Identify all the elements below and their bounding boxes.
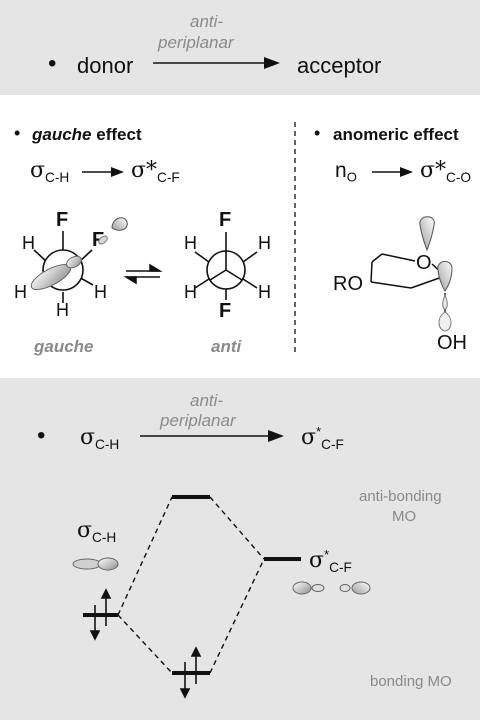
anti-H-upper-left: H bbox=[184, 233, 197, 253]
sigma-star-co-subscript: C-O bbox=[446, 169, 472, 185]
anomeric-arrow bbox=[372, 167, 413, 177]
anti-H-lower-left: H bbox=[184, 282, 197, 302]
sigma-star-cf-label: σ*C-F bbox=[131, 157, 180, 185]
mo-arrow-label-line1: anti- bbox=[190, 391, 224, 410]
sigma-subscript: C-H bbox=[45, 169, 70, 185]
n-subscript: O bbox=[346, 169, 357, 185]
mo-sigma-star-subscript: C-F bbox=[321, 436, 344, 452]
left-sigma-subscript: C-H bbox=[92, 529, 117, 545]
sigma-ch-orbital bbox=[72, 557, 119, 571]
anti-H-lower-right: H bbox=[258, 282, 271, 302]
gauche-effect-title: gauche effect bbox=[32, 125, 142, 145]
sigma-star-co-label: σ*C-O bbox=[420, 157, 471, 185]
top-bullet: • bbox=[48, 50, 57, 77]
donor-label: donor bbox=[77, 53, 134, 78]
gauche-F-right: F bbox=[92, 229, 105, 251]
gauche-newman-projection bbox=[30, 217, 128, 303]
mo-sigma-subscript: C-H bbox=[95, 436, 120, 452]
top-donor-acceptor-arrow bbox=[153, 57, 280, 69]
antibonding-label-line1: anti-bonding bbox=[359, 488, 442, 505]
bottom-band bbox=[0, 378, 480, 720]
anti-caption: anti bbox=[211, 337, 242, 356]
anomeric-effect-title: anomeric effect bbox=[333, 125, 459, 144]
mo-sigma-symbol: σ bbox=[80, 425, 96, 450]
ro-substituent: RO bbox=[333, 273, 363, 295]
oh-substituent: OH bbox=[437, 332, 467, 354]
mo-star-superscript: * bbox=[316, 424, 322, 440]
sigma-star-subscript: C-F bbox=[157, 169, 180, 185]
antibonding-label-line2: MO bbox=[392, 508, 417, 525]
anti-F-bottom: F bbox=[219, 300, 232, 322]
gauche-H-left: H bbox=[14, 282, 27, 302]
mo-antiperiplanar-arrow bbox=[140, 430, 284, 442]
electron-pair-bonding bbox=[179, 646, 202, 699]
sigma-star-cf-orbital-2 bbox=[339, 581, 371, 595]
gauche-H-right: H bbox=[94, 282, 107, 302]
mo-energy-levels bbox=[83, 495, 301, 675]
acceptor-label: acceptor bbox=[297, 53, 382, 78]
right-star-superscript: * bbox=[324, 547, 330, 563]
right-sigma-star-cf-label: σ*C-F bbox=[309, 547, 352, 575]
anti-H-upper-right: H bbox=[258, 233, 271, 253]
equilibrium-arrows bbox=[123, 263, 163, 285]
gauche-sigma-arrow bbox=[82, 167, 124, 177]
mo-sigma-ch-label: σC-H bbox=[80, 424, 119, 452]
gauche-F-top: F bbox=[56, 209, 69, 231]
top-band bbox=[0, 0, 480, 95]
anti-F-top: F bbox=[219, 209, 232, 231]
pyranose-chair bbox=[370, 216, 453, 332]
mo-bullet: • bbox=[37, 422, 46, 449]
right-sigma-star-subscript: C-F bbox=[329, 559, 352, 575]
left-sigma-symbol: σ bbox=[77, 518, 93, 543]
gauche-H-bottom: H bbox=[56, 300, 69, 320]
anomeric-bullet: • bbox=[314, 123, 321, 143]
sigma-symbol: σ bbox=[30, 158, 46, 183]
n-o-label: nO bbox=[335, 159, 357, 185]
gauche-title-rest: effect bbox=[91, 125, 142, 144]
sigma-ch-label: σC-H bbox=[30, 157, 69, 185]
top-arrow-label-line1: anti- bbox=[190, 12, 224, 31]
electron-pair-left bbox=[89, 588, 112, 641]
right-sigma-star-symbol: σ bbox=[309, 548, 325, 573]
gauche-H-upper-left: H bbox=[22, 233, 35, 253]
gauche-bullet: • bbox=[14, 123, 21, 143]
sigma-star-symbol: σ* bbox=[131, 158, 158, 183]
anti-newman-projection bbox=[194, 232, 258, 300]
top-arrow-label-line2: periplanar bbox=[158, 33, 234, 52]
mo-arrow-label-line2: periplanar bbox=[160, 411, 236, 430]
gauche-caption: gauche bbox=[34, 337, 94, 356]
mo-sigma-star-symbol: σ bbox=[301, 425, 317, 450]
n-symbol: n bbox=[335, 159, 347, 182]
mo-sigma-star-cf-label: σ*C-F bbox=[301, 424, 344, 452]
sigma-star-cf-orbital-1 bbox=[292, 581, 325, 595]
sigma-star-co-symbol: σ* bbox=[420, 158, 447, 183]
bonding-label: bonding MO bbox=[370, 673, 452, 690]
gauche-title-italic: gauche bbox=[32, 125, 92, 144]
left-sigma-ch-label: σC-H bbox=[77, 517, 116, 545]
ring-oxygen: O bbox=[415, 252, 433, 275]
